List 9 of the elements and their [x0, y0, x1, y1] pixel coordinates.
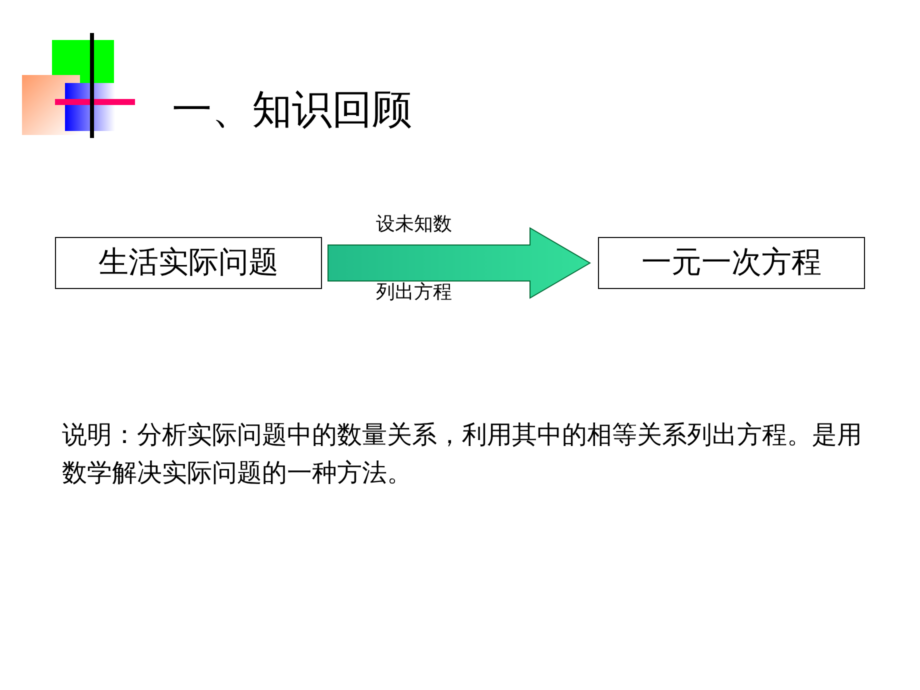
- process-box: [598, 237, 865, 289]
- slide-title: 一、知识回顾: [172, 86, 412, 134]
- description-text: 说明：分析实际问题中的数量关系，利用其中的相等关系列出方程。是用数学解决实际问题的一种方法。: [62, 419, 863, 489]
- process-box: [55, 237, 322, 289]
- edge-label: 设未知数: [376, 212, 452, 236]
- arrow-caption: 列出方程: [376, 280, 452, 304]
- box-label: 生活实际问题: [98, 245, 278, 281]
- box-label: 一元一次方程: [642, 245, 822, 281]
- block-arrow: [328, 227, 591, 299]
